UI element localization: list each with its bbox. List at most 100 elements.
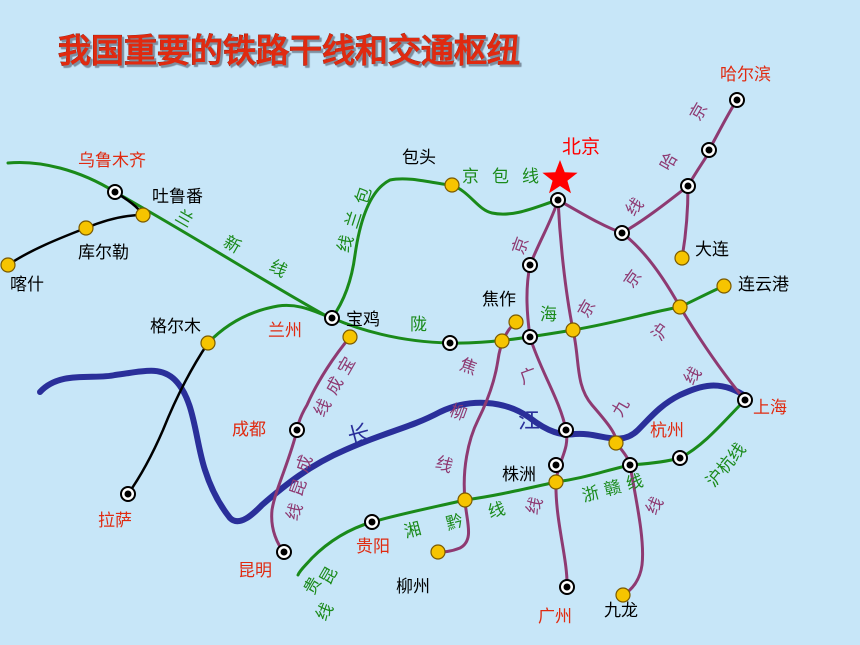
label-jiaoliu-3: 线 (433, 453, 456, 478)
yangtze-river (37, 367, 751, 525)
hub-baoji (324, 310, 340, 326)
city-label-korla: 库尔勒 (78, 243, 129, 263)
label-jingguang-2: 广 (517, 364, 540, 389)
label-chengkun-2: 昆 (287, 476, 312, 499)
dalian-branch (680, 184, 690, 260)
river-labels: 长 江 (345, 409, 540, 450)
label-jingbao-1: 京 (462, 167, 479, 187)
hub-tianjin (614, 225, 630, 241)
label-zhegan-2: 赣 (602, 477, 624, 501)
label-jingjiu-3: 线 (642, 494, 668, 519)
label-xiangqian-3: 线 (486, 499, 508, 523)
jiaoliu-line (436, 320, 518, 554)
label-baocheng-3: 线 (310, 396, 336, 421)
hub-guangzhou (559, 579, 575, 595)
qingzang-line (206, 303, 334, 345)
label-baocheng-1: 宝 (334, 354, 360, 379)
label-zhegan-3: 线 (624, 471, 646, 495)
station-shangqiu (565, 322, 581, 338)
label-jingjiu-1: 京 (574, 297, 600, 322)
capital-star-icon (542, 160, 578, 194)
label-xiangqian-2: 黔 (444, 511, 466, 535)
station-lianyungang (716, 278, 732, 294)
hub-shenyang (680, 178, 696, 194)
city-label-lhasa: 拉萨 (98, 511, 132, 531)
black-lines (6, 190, 210, 496)
label-huhang: 沪杭线 (702, 439, 750, 491)
label-baocheng-2: 成 (322, 374, 348, 399)
city-label-turpan: 吐鲁番 (152, 187, 203, 207)
jingha-line (556, 98, 739, 235)
station-baotou (444, 177, 460, 193)
hub-urumqi (107, 184, 123, 200)
hub-lhasa (120, 486, 136, 502)
hub-harbin (729, 92, 745, 108)
label-jiaoliu-1: 焦 (457, 355, 480, 380)
city-label-baoji: 宝鸡 (346, 310, 380, 330)
hub-zhuzhou (548, 457, 564, 473)
hub-luoyang (442, 335, 458, 351)
label-jingha-2: 哈 (656, 150, 682, 175)
jingjiu-line (556, 198, 645, 597)
city-label-shanghai: 上海 (753, 398, 787, 418)
hub-shijiazhuang (522, 257, 538, 273)
station-lanzhou (342, 329, 358, 345)
label-xiangqian-1: 湘 (402, 519, 424, 543)
label-jingguang-3: 线 (523, 494, 548, 517)
city-label-dalian: 大连 (695, 240, 729, 260)
hub-wuhan (558, 422, 574, 438)
label-jingbao-3: 线 (522, 167, 539, 187)
label-chengkun-1: 成 (293, 452, 318, 475)
label-guikun-3: 线 (312, 600, 338, 625)
city-label-harbin: 哈尔滨 (720, 65, 771, 85)
minor-stations (0, 177, 732, 603)
city-label-guiyang: 贵阳 (356, 537, 390, 557)
station-kashgar (0, 257, 16, 273)
station-jiulong (615, 587, 631, 603)
city-label-kunming: 昆明 (238, 561, 272, 581)
label-zhegan-1: 浙 (580, 483, 602, 507)
label-lanxin-3: 线 (266, 256, 291, 282)
hub-guiyang (364, 514, 380, 530)
city-label-golmud: 格尔木 (150, 317, 201, 337)
station-liuzhou (430, 544, 446, 560)
station-dalian (674, 250, 690, 266)
label-jingbao-2: 包 (492, 167, 509, 187)
city-label-kashgar: 喀什 (10, 275, 44, 295)
label-baolan-3: 线 (334, 233, 358, 255)
hub-stations (107, 92, 753, 595)
label-longhai-2: 海 (540, 305, 557, 325)
hub-jingha-mid (701, 142, 717, 158)
station-korla (78, 220, 94, 236)
city-label-jiulong: 九龙 (604, 601, 638, 621)
city-label-guangzhou: 广州 (538, 607, 572, 627)
city-label-beijing: 北京 (562, 136, 600, 158)
city-label-baotou: 包头 (402, 148, 436, 168)
map-title: 我国重要的铁路干线和交通枢纽 (58, 31, 520, 70)
label-jingjiu-2: 九 (608, 396, 634, 421)
city-label-liuzhou: 柳州 (396, 577, 430, 597)
station-zhuzhou (548, 474, 564, 490)
station-golmud (200, 335, 216, 351)
station-jiujiang (608, 435, 624, 451)
label-baolan-1: 包 (352, 185, 376, 207)
hub-yingtan (622, 457, 638, 473)
qingzang-tibet-line (126, 341, 210, 496)
hub-zhengzhou (522, 329, 538, 345)
label-jingha-1: 京 (686, 100, 712, 125)
station-turpan (135, 207, 151, 223)
city-label-chengdu: 成都 (232, 420, 266, 440)
label-baolan-2: 兰 (342, 209, 366, 231)
label-jinghu-1: 京 (620, 266, 646, 291)
label-jinghu-2: 沪 (648, 319, 674, 344)
baolan-line (330, 177, 454, 320)
label-chengkun-3: 线 (283, 500, 308, 523)
label-jingguang-1: 京 (509, 234, 534, 257)
jingbao-line (450, 183, 560, 216)
station-xuzhou (672, 299, 688, 315)
label-jingha-3: 线 (622, 194, 648, 220)
hub-hangzhou (672, 450, 688, 466)
city-label-zhuzhou: 株洲 (502, 465, 536, 485)
city-label-urumqi: 乌鲁木齐 (78, 151, 146, 171)
